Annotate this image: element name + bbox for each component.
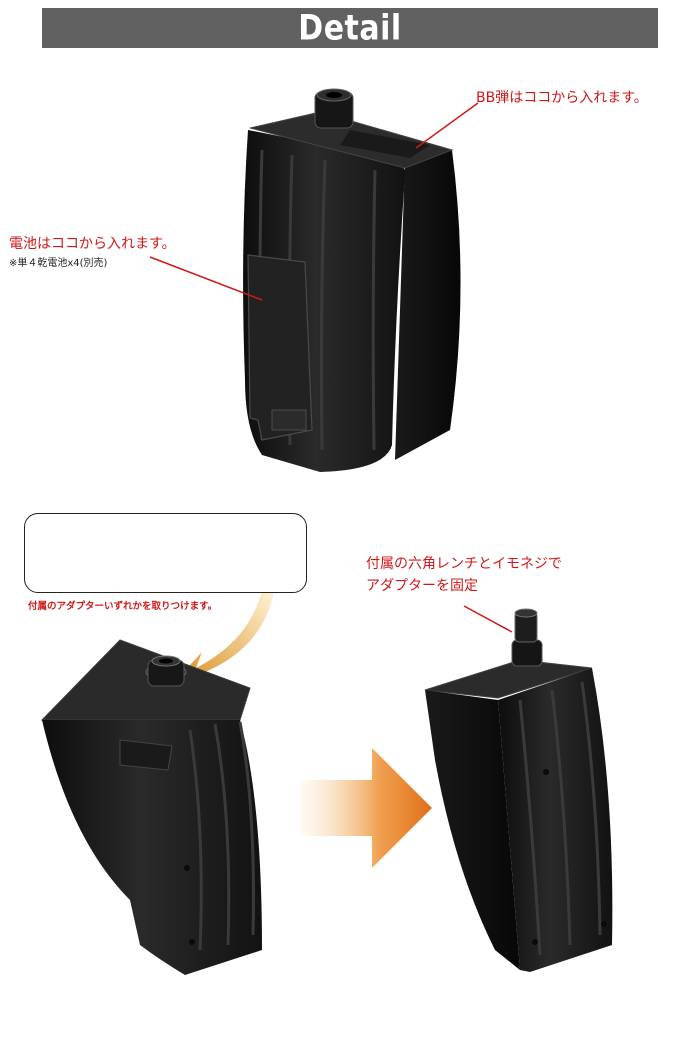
page-title: Detail — [298, 7, 402, 49]
magazine-bottom-right — [424, 608, 613, 972]
header-bar: Detail — [42, 8, 658, 48]
magazine-bl-body — [42, 720, 262, 975]
bb-loading-port — [340, 130, 430, 158]
magazine-br-body — [498, 668, 613, 972]
adapter-callout-line1: 付属の六角レンチとイモネジで — [366, 556, 562, 572]
bb-loading-callout: BB弾はココから入れます。 — [476, 90, 648, 106]
battery-callout: 電池はココから入れます。 — [9, 236, 176, 252]
bb-leader-line — [415, 102, 479, 149]
magazine-bl-top — [40, 639, 251, 721]
magazine-bottom-left — [40, 639, 262, 975]
magazine-top — [243, 88, 461, 472]
battery-leader-line — [149, 256, 263, 301]
magazine-top-side — [395, 150, 461, 460]
adapter-parts-box — [24, 513, 307, 593]
adapter-callout-line2: アダプターを固定 — [366, 578, 478, 594]
battery-door — [247, 254, 313, 441]
battery-note: ※単４乾電池x4(別売) — [9, 258, 108, 269]
next-step-arrow-icon — [300, 748, 432, 868]
adapter-parts-caption: 付属のアダプターいずれかを取りつけます。 — [28, 601, 218, 612]
adapter-leader-line — [463, 605, 513, 633]
magazine-br-side — [425, 690, 520, 970]
